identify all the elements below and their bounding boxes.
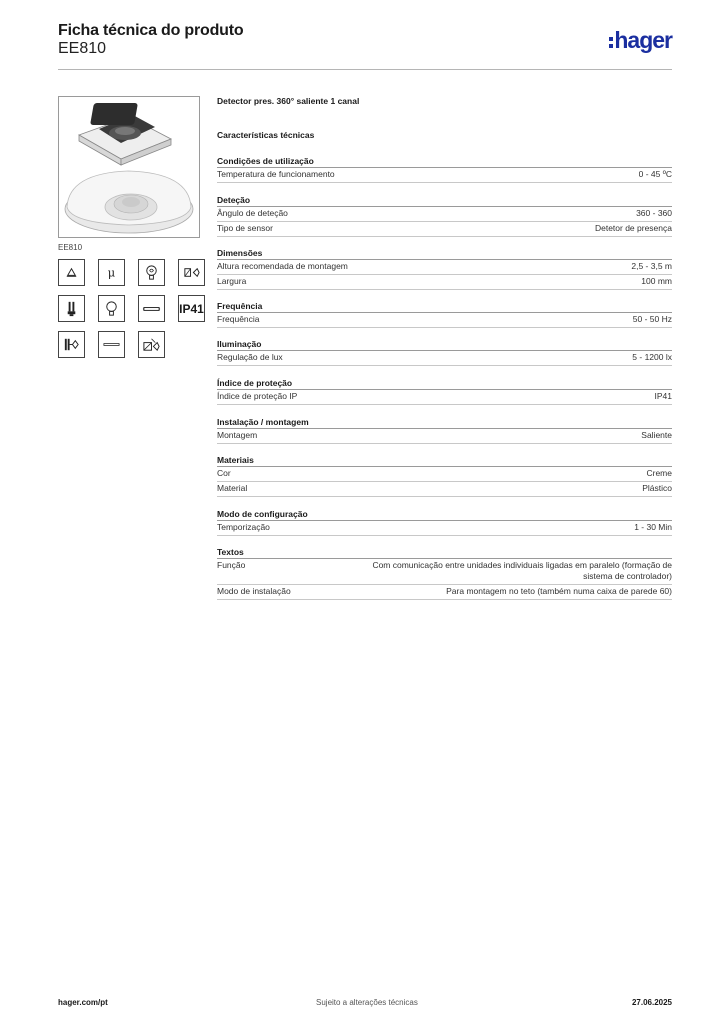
lamp-icon (58, 259, 85, 286)
document-title: Ficha técnica do produto (58, 22, 244, 39)
spec-group-protection-index: Índice de proteção Índice de proteção IP… (217, 377, 672, 405)
spec-group-dimensions: Dimensões Altura recomendada de montagem… (217, 247, 672, 290)
spec-row: Índice de proteção IP IP41 (217, 390, 672, 405)
spec-label: Ângulo de deteção (217, 208, 288, 218)
page-header: Ficha técnica do produto EE810 hager (58, 22, 673, 70)
spec-group-configuration: Modo de configuração Temporização 1 - 30 … (217, 508, 672, 536)
halogen-transformer-icon (138, 331, 165, 358)
spec-group-lighting: Iluminação Regulação de lux 5 - 1200 lx (217, 338, 672, 366)
spec-label: Frequência (217, 314, 260, 324)
group-title: Deteção (217, 194, 672, 207)
electronic-transformer-icon (58, 331, 85, 358)
svg-text:μ: μ (108, 265, 115, 279)
spec-row: Montagem Saliente (217, 429, 672, 444)
product-image (58, 96, 200, 238)
linear-tube-icon (98, 331, 125, 358)
spec-label: Regulação de lux (217, 352, 283, 362)
spec-value: Detetor de presença (594, 223, 672, 233)
fluorescent-tube-icon (138, 295, 165, 322)
footer-notice: Sujeito a alterações técnicas (316, 998, 418, 1007)
spec-row: Ângulo de deteção 360 - 360 (217, 207, 672, 222)
spec-label: Temperatura de funcionamento (217, 169, 335, 179)
spec-value: 50 - 50 Hz (632, 314, 672, 324)
spec-value: 360 - 360 (636, 208, 672, 218)
spec-row: Tipo de sensor Detetor de presença (217, 222, 672, 237)
spec-value: Plástico (642, 483, 672, 493)
group-title: Índice de proteção (217, 377, 672, 390)
spec-value: 2,5 - 3,5 m (631, 261, 672, 271)
incandescent-bulb-icon (98, 295, 125, 322)
footer-website-link[interactable]: hager.com/pt (58, 998, 108, 1007)
spec-value: 1 - 30 Min (634, 522, 672, 532)
spec-label: Modo de instalação (217, 586, 291, 596)
spec-group-materials: Materiais Cor Creme Material Plástico (217, 454, 672, 497)
logo-text: hager (614, 27, 673, 53)
spec-group-texts: Textos Função Com comunicação entre unida… (217, 546, 672, 600)
spec-row: Largura 100 mm (217, 275, 672, 290)
spec-row: Modo de instalação Para montagem no teto … (217, 585, 672, 600)
spec-value: Creme (646, 468, 672, 478)
fluorescent-lamp-icon (58, 295, 85, 322)
spec-row: Frequência 50 - 50 Hz (217, 313, 672, 328)
product-name: Detector pres. 360° saliente 1 canal (217, 96, 360, 106)
spec-label: Tipo de sensor (217, 223, 273, 233)
hager-logo[interactable]: hager (609, 26, 673, 53)
spec-label: Índice de proteção IP (217, 391, 298, 401)
spec-row: Material Plástico (217, 482, 672, 497)
spec-label: Largura (217, 276, 247, 286)
image-caption: EE810 (58, 243, 83, 252)
micro-icon: μ (98, 259, 125, 286)
group-title: Frequência (217, 300, 672, 313)
spec-row: Temperatura de funcionamento 0 - 45 ºC (217, 168, 672, 183)
spec-group-installation: Instalação / montagem Montagem Saliente (217, 416, 672, 444)
group-title: Dimensões (217, 247, 672, 260)
spec-label: Material (217, 483, 248, 493)
group-title: Condições de utilização (217, 155, 672, 168)
spec-row: Função Com comunicação entre unidades ind… (217, 559, 672, 585)
footer-date: 27.06.2025 (631, 998, 672, 1007)
spec-value: 0 - 45 ºC (638, 169, 672, 179)
group-title: Materiais (217, 454, 672, 467)
spec-value: 100 mm (641, 276, 672, 286)
spec-row: Cor Creme (217, 467, 672, 482)
spec-group-detection: Deteção Ângulo de deteção 360 - 360 Tipo … (217, 194, 672, 237)
spec-value: Saliente (641, 430, 672, 440)
spec-value: 5 - 1200 lx (632, 352, 672, 362)
spec-row: Temporização 1 - 30 Min (217, 521, 672, 536)
spec-label: Montagem (217, 430, 258, 440)
ip-rating-badge: IP41 (178, 295, 205, 322)
group-title: Instalação / montagem (217, 416, 672, 429)
logo-dots-icon (609, 34, 614, 52)
group-title: Textos (217, 546, 672, 559)
spec-label: Altura recomendada de montagem (217, 261, 348, 271)
presence-detector-illustration (64, 103, 194, 234)
spec-value: IP41 (654, 391, 673, 401)
spec-row: Altura recomendada de montagem 2,5 - 3,5 … (217, 260, 672, 275)
spec-label: Temporização (217, 522, 270, 532)
spec-row: Regulação de lux 5 - 1200 lx (217, 351, 672, 366)
spec-value: Para montagem no teto (também numa caixa… (446, 586, 672, 596)
group-title: Iluminação (217, 338, 672, 351)
dimmable-lamp-icon (178, 259, 205, 286)
energy-saving-lamp-icon (138, 259, 165, 286)
spec-label: Função (217, 560, 246, 570)
spec-heading: Características técnicas (217, 130, 315, 140)
group-title: Modo de configuração (217, 508, 672, 521)
spec-label: Cor (217, 468, 231, 478)
spec-value: Com comunicação entre unidades individua… (372, 560, 672, 581)
spec-group-usage-conditions: Condições de utilização Temperatura de f… (217, 155, 672, 183)
product-reference: EE810 (58, 40, 107, 57)
